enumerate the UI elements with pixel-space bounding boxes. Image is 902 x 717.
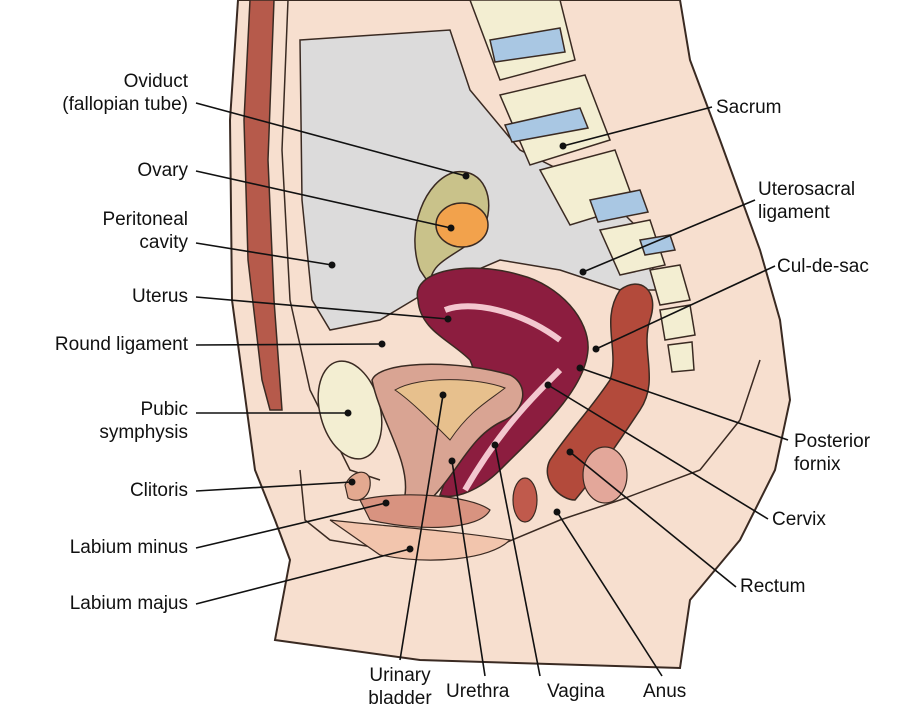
label-rectum: Rectum [740,575,805,598]
label-clitoris: Clitoris [130,479,188,502]
label-uterus: Uterus [132,285,188,308]
label-sacrum: Sacrum [716,96,781,119]
label-posterior-fornix-line1: Posterior [794,430,870,453]
label-urethra: Urethra [446,680,509,703]
label-cervix: Cervix [772,508,826,531]
label-labium-majus: Labium majus [70,592,188,615]
label-pubic-symphysis: Pubic symphysis [99,398,188,444]
label-peritoneal-cavity: Peritoneal cavity [102,208,188,254]
label-uterosacral-ligament-line1: Uterosacral [758,178,855,201]
label-labium-minus: Labium minus [70,536,188,559]
label-round-ligament: Round ligament [55,333,188,356]
label-oviduct: Oviduct (fallopian tube) [62,70,188,116]
label-oviduct-line2: (fallopian tube) [62,93,188,116]
label-peritoneal-cavity-line1: Peritoneal [102,208,188,231]
label-oviduct-line1: Oviduct [62,70,188,93]
label-ovary: Ovary [137,159,188,182]
label-uterosacral-ligament-line2: ligament [758,201,855,224]
label-cul-de-sac: Cul-de-sac [777,255,869,278]
label-posterior-fornix-line2: fornix [794,453,870,476]
label-anus: Anus [643,680,686,703]
label-pubic-symphysis-line1: Pubic [99,398,188,421]
label-posterior-fornix: Posterior fornix [794,430,870,476]
anal-tissue [513,478,537,522]
label-vagina: Vagina [547,680,605,703]
label-uterosacral-ligament: Uterosacral ligament [758,178,855,224]
label-peritoneal-cavity-line2: cavity [102,231,188,254]
ovary-shape [436,203,488,247]
rectal-tissue [583,447,627,503]
label-pubic-symphysis-line2: symphysis [99,421,188,444]
